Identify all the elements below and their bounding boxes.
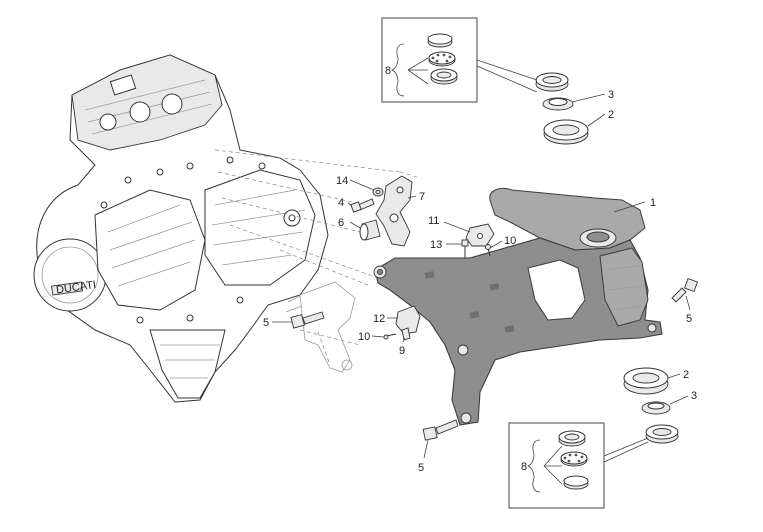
callout-2-upper: 2 xyxy=(608,109,614,121)
callout-7: 7 xyxy=(419,191,425,203)
bracket-part-12 xyxy=(395,305,421,335)
lower-cap-part-8 xyxy=(645,424,679,444)
callout-11: 11 xyxy=(428,215,439,227)
callout-12: 12 xyxy=(373,313,385,325)
callout-3-upper: 3 xyxy=(608,89,614,101)
rear-bracket-ghost xyxy=(285,281,356,373)
engine-cover-marking: DUCATI xyxy=(55,279,96,296)
callout-9: 9 xyxy=(399,345,405,357)
callout-4: 4 xyxy=(338,197,344,209)
lower-bearing-cup-part-2 xyxy=(623,367,669,395)
bolt-part-4 xyxy=(350,198,375,213)
upper-bearing-cup-part-2 xyxy=(543,119,589,145)
spacer-part-6 xyxy=(359,219,381,241)
callout-2-lower: 2 xyxy=(683,369,689,381)
callout-5-right: 5 xyxy=(686,313,692,325)
detail-lower-cap xyxy=(563,475,589,490)
detail-box-upper xyxy=(381,17,538,103)
engine-assembly: DUCATI xyxy=(33,54,329,403)
detail-upper-ring xyxy=(430,68,458,85)
callout-1: 1 xyxy=(650,197,656,209)
clip-part-9 xyxy=(401,327,411,341)
callout-13: 13 xyxy=(430,239,442,251)
frame-part-1 xyxy=(373,187,663,426)
lower-seal-part-3 xyxy=(641,401,671,415)
bracket-part-7 xyxy=(375,175,413,247)
callout-10-lower: 10 xyxy=(358,331,370,343)
detail-box-lower xyxy=(508,422,649,509)
callout-5-bottom: 5 xyxy=(418,462,424,474)
callout-14: 14 xyxy=(336,175,348,187)
detail-upper-cap xyxy=(427,33,453,48)
upper-cap-part-8 xyxy=(535,72,569,92)
callout-6: 6 xyxy=(338,217,344,229)
detail-upper-bearing xyxy=(428,51,456,67)
bolt-part-13 xyxy=(461,239,469,258)
bolt-part-5-left xyxy=(290,311,325,329)
bolt-part-5-right xyxy=(671,278,698,303)
upper-seal-part-3 xyxy=(542,97,574,111)
detail-lower-ring xyxy=(558,430,586,447)
bolt-part-5-bottom xyxy=(422,419,459,441)
callout-10-upper: 10 xyxy=(504,235,516,247)
bolt-part-10-upper xyxy=(485,244,491,257)
leader-lines xyxy=(272,93,691,459)
detail-lower-bearing xyxy=(560,451,588,467)
washer-part-14 xyxy=(372,187,384,197)
callout-8-upper: 8 xyxy=(385,65,391,77)
bracket-part-11 xyxy=(465,223,495,247)
callout-8-lower: 8 xyxy=(521,461,527,473)
guide-lines xyxy=(214,149,421,366)
callout-labels: 1 2 2 3 3 4 5 5 5 6 7 8 8 9 10 10 11 12 … xyxy=(263,65,697,474)
callout-5-left: 5 xyxy=(263,317,269,329)
bolt-part-10-lower xyxy=(383,333,397,340)
callout-3-lower: 3 xyxy=(691,390,697,402)
